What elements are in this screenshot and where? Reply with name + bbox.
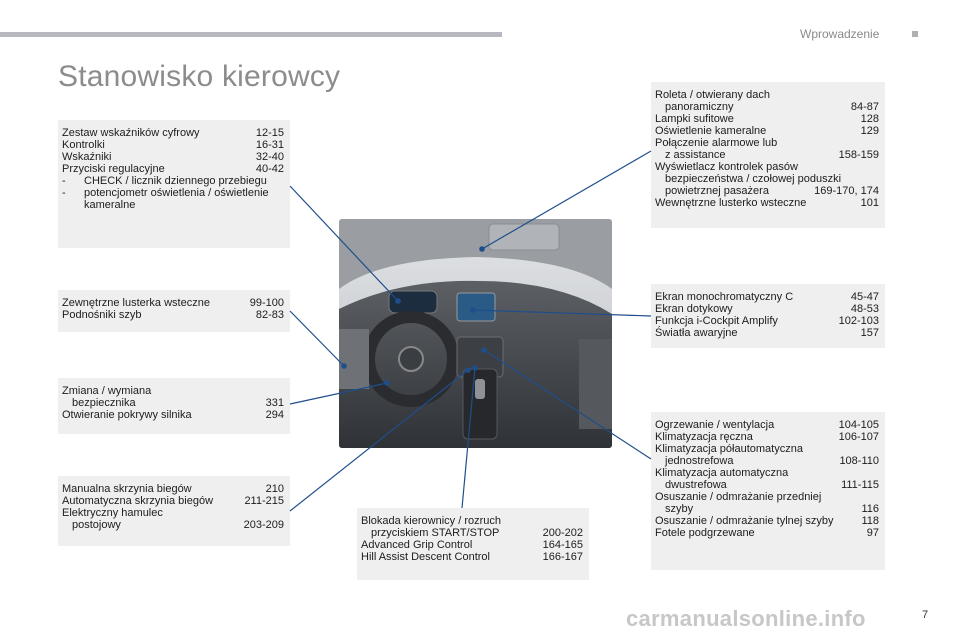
box-steering-start: Blokada kierownicy / rozruch przyciskiem… [357, 508, 589, 580]
page-title: Stanowisko kierowcy [58, 60, 341, 93]
watermark: carmanualsonline.info [626, 606, 866, 631]
list-item: Blokada kierownicy / rozruch przyciskiem… [361, 515, 583, 539]
section-title: Wprowadzenie [800, 27, 880, 41]
dashboard-photo [339, 219, 612, 448]
list-subitem: -potencjometr oświetlenia / oświetlenie … [62, 187, 269, 211]
dashboard-illustration [339, 219, 612, 448]
list-item: Klimatyzacja półautomatyczna jednostrefo… [655, 443, 879, 467]
header-bar [0, 32, 502, 37]
list-item: Wyświetlacz kontrolek pasów bezpieczeńst… [655, 161, 879, 197]
page-number: 7 [922, 609, 929, 621]
header-square-icon [912, 31, 918, 37]
list-subitem: -CHECK / licznik dziennego przebiegu [62, 175, 267, 187]
